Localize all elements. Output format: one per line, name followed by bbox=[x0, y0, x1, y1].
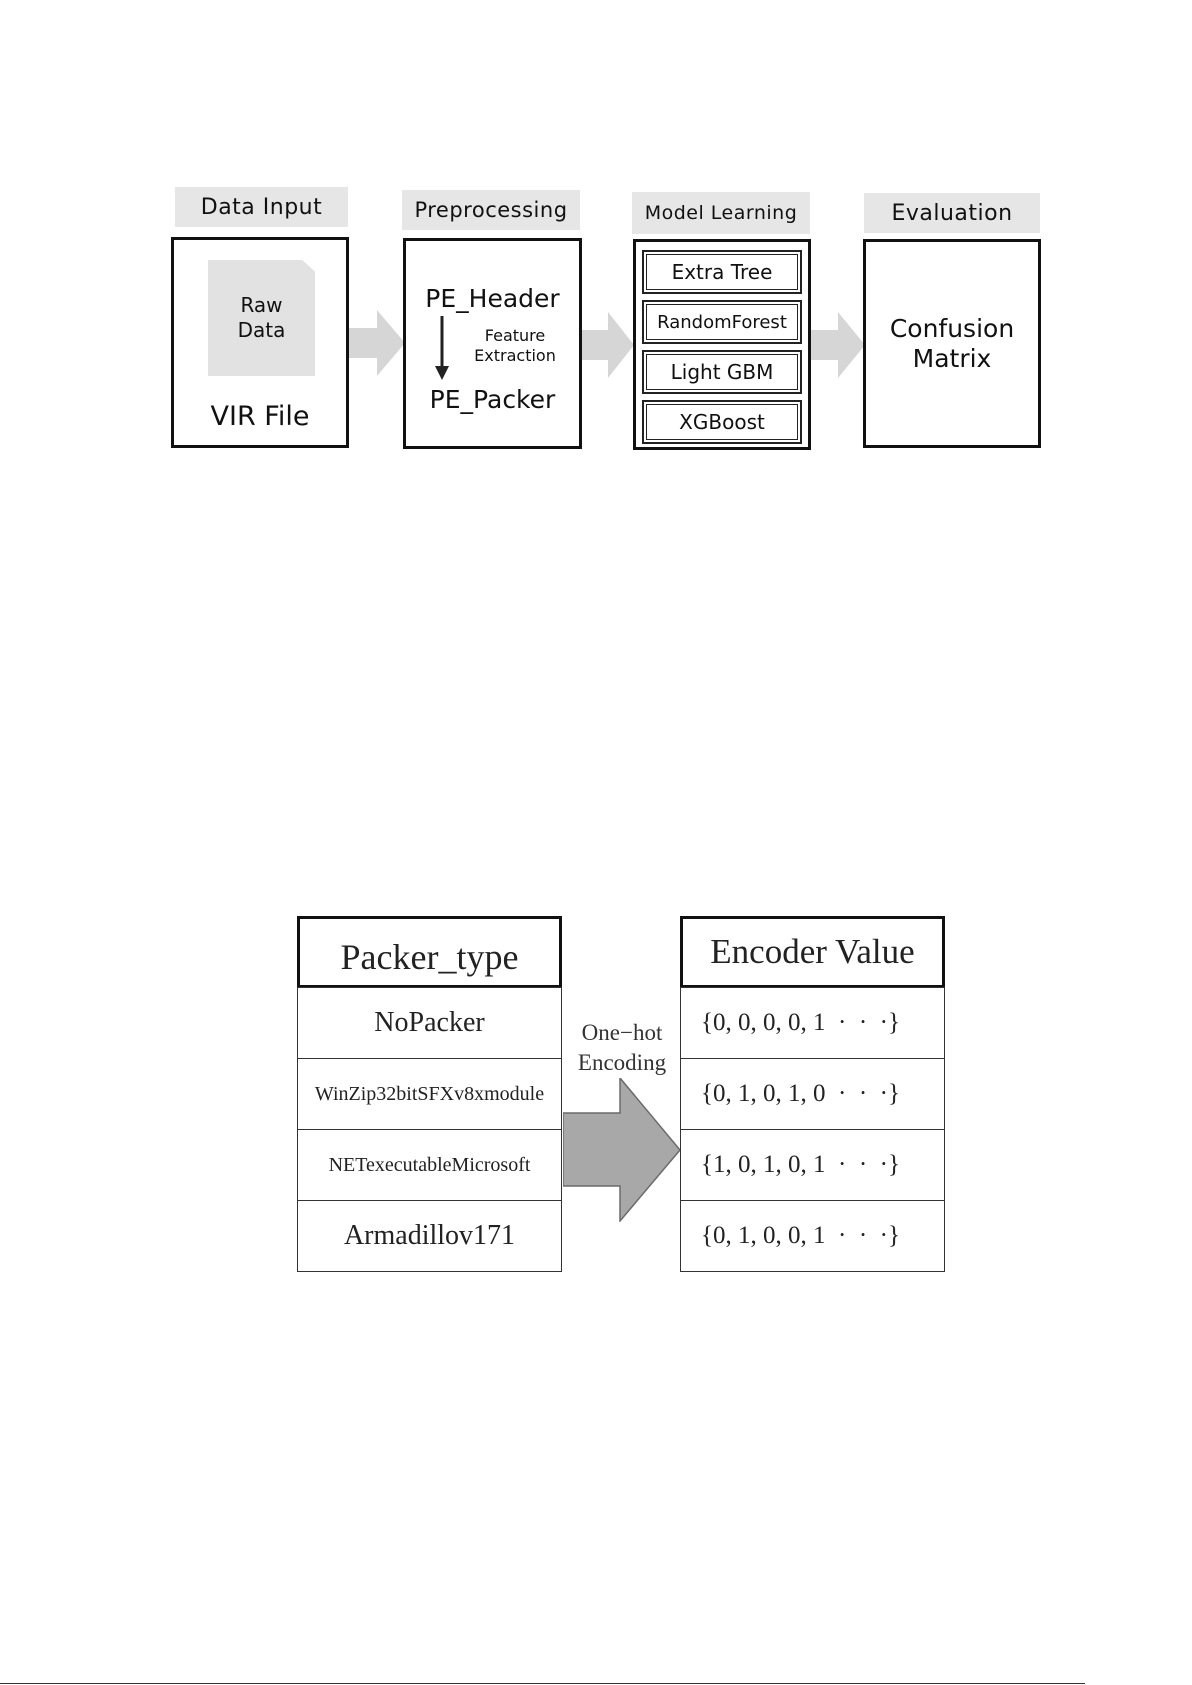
vir-file-label: VIR File bbox=[210, 400, 310, 432]
stage-box-evaluation: Confusion Matrix bbox=[863, 239, 1041, 448]
one-hot-encoding-label: One−hot Encoding bbox=[577, 1020, 667, 1075]
stage-title-data-input: Data Input bbox=[175, 187, 348, 227]
encoder-row-1: {0, 0, 0, 0, 1 · · ·} bbox=[680, 987, 945, 1059]
packer-type-header: Packer_type bbox=[297, 916, 562, 988]
stage-box-data-input: Raw Data VIR File bbox=[171, 237, 349, 448]
model-xgboost: XGBoost bbox=[642, 400, 802, 444]
confusion-matrix-label: Confusion Matrix bbox=[889, 313, 1015, 373]
raw-data-document-icon: Raw Data bbox=[208, 260, 315, 376]
raw-data-label: Raw Data bbox=[237, 293, 286, 342]
stage-title-evaluation: Evaluation bbox=[864, 193, 1040, 233]
stage-title-model-learning: Model Learning bbox=[632, 192, 810, 234]
pe-header-label: PE_Header bbox=[425, 283, 560, 313]
encoding-arrow bbox=[563, 1078, 681, 1222]
encoder-row-4: {0, 1, 0, 0, 1 · · ·} bbox=[680, 1200, 945, 1272]
encoder-row-2: {0, 1, 0, 1, 0 · · ·} bbox=[680, 1058, 945, 1130]
encoder-value-header: Encoder Value bbox=[680, 916, 945, 988]
page-bottom-rule bbox=[0, 1683, 1085, 1684]
stage-box-model-learning: Extra Tree RandomForest Light GBM XGBoos… bbox=[633, 239, 811, 450]
model-random-forest: RandomForest bbox=[642, 300, 802, 344]
flow-arrow-2 bbox=[582, 312, 634, 378]
flow-arrow-3 bbox=[811, 312, 865, 378]
packer-row-3: NETexecutableMicrosoft bbox=[297, 1129, 562, 1201]
model-extra-tree: Extra Tree bbox=[642, 250, 802, 294]
encoder-row-3: {1, 0, 1, 0, 1 · · ·} bbox=[680, 1129, 945, 1201]
flow-arrow-1 bbox=[349, 310, 405, 376]
packer-row-2: WinZip32bitSFXv8xmodule bbox=[297, 1058, 562, 1130]
packer-row-1: NoPacker bbox=[297, 987, 562, 1059]
stage-box-preprocessing: PE_Header Feature Extraction PE_Packer bbox=[403, 238, 582, 449]
down-arrow-icon bbox=[435, 316, 449, 380]
pe-packer-label: PE_Packer bbox=[429, 384, 556, 414]
packer-row-4: Armadillov171 bbox=[297, 1200, 562, 1272]
stage-title-preprocessing: Preprocessing bbox=[402, 190, 580, 230]
model-light-gbm: Light GBM bbox=[642, 350, 802, 394]
feature-extraction-label: Feature Extraction bbox=[474, 326, 556, 365]
